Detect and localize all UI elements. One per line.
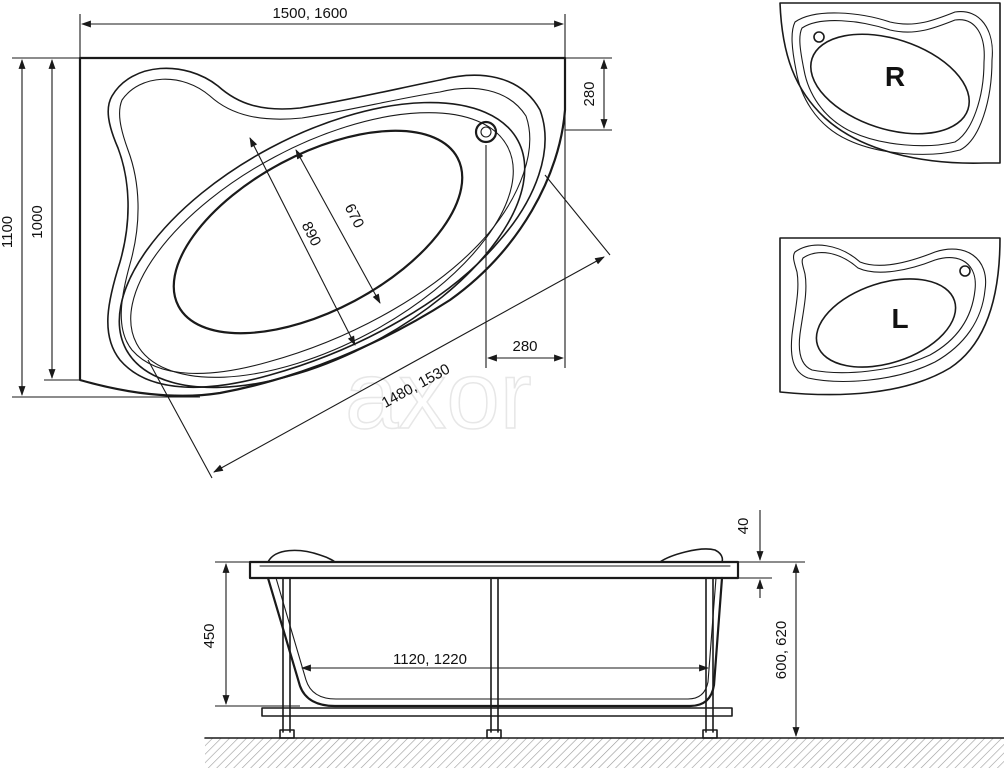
floor-hatch <box>205 738 1004 768</box>
support-frame <box>261 707 733 717</box>
height-outer-label: 1100 <box>0 216 16 248</box>
inner-width-b-label: 670 <box>341 201 368 231</box>
inner-length-side-label: 1120, 1220 <box>393 651 467 668</box>
drain-inner-icon <box>480 126 492 138</box>
variant-right-thumbnail: R <box>779 2 1001 164</box>
drain-icon <box>474 120 498 144</box>
width-label: 1500, 1600 <box>272 5 347 22</box>
leg-foot-left <box>279 729 295 739</box>
corner-bottom-label: 280 <box>512 338 537 355</box>
tub-rim <box>248 560 740 580</box>
total-height-label: 600, 620 <box>773 621 790 679</box>
corner-top-label: 280 <box>581 81 598 106</box>
tub-deck-outline <box>107 67 546 389</box>
inner-width-a-label: 890 <box>298 219 325 249</box>
variant-left-thumbnail: L <box>779 237 1001 396</box>
variant-left-drain-icon <box>959 265 971 277</box>
variant-right-drain-icon <box>813 31 825 43</box>
leg-foot-right <box>702 729 718 739</box>
rim-label: 40 <box>735 518 752 535</box>
variant-right-letter: R <box>885 61 905 92</box>
tub-body <box>266 576 724 708</box>
leg-foot-middle <box>486 729 502 739</box>
height-inner-label: 1000 <box>29 205 46 238</box>
depth-label: 450 <box>201 623 218 648</box>
tub-deck-inner-line <box>119 78 531 374</box>
side-view-dimensions: 450 1120, 1220 40 600, 620 <box>201 510 805 739</box>
variant-left-letter: L <box>891 303 908 334</box>
side-view-drawing <box>204 548 1004 768</box>
